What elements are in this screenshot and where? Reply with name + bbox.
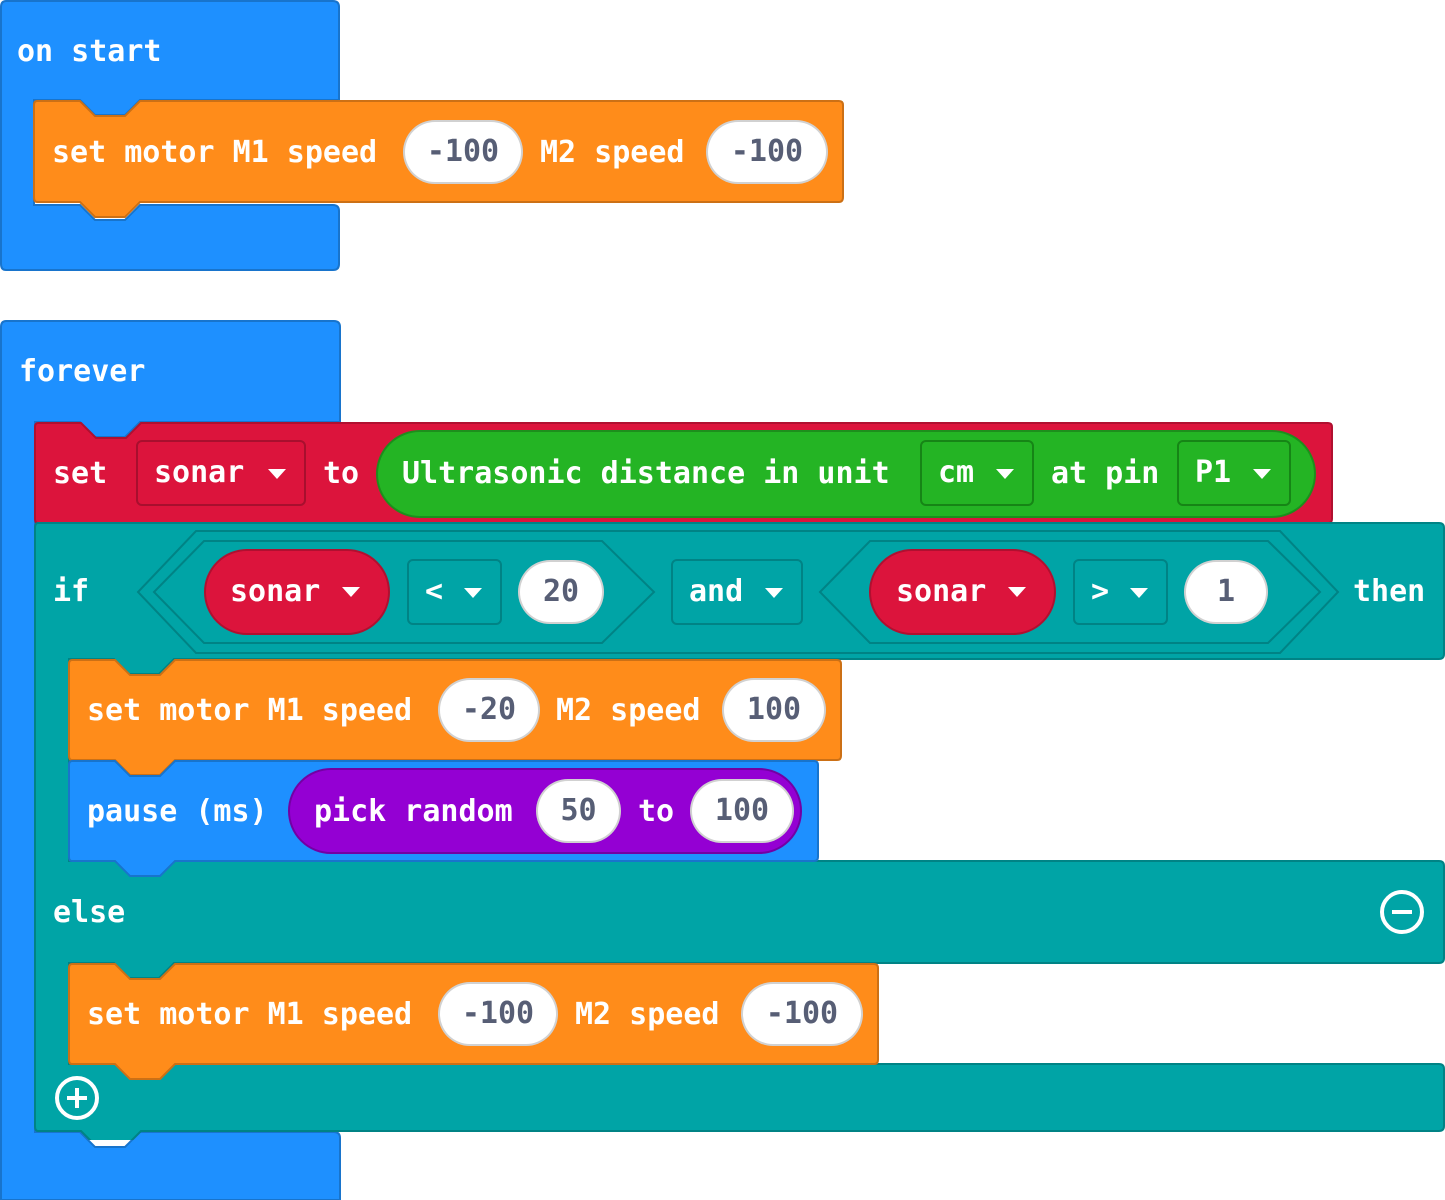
- pin-dropdown-label: P1: [1195, 455, 1232, 490]
- on-start-shape: [0, 0, 340, 271]
- unit-dropdown[interactable]: cm: [920, 440, 1034, 506]
- on-start-motor-label-m1: set motor M1 speed: [52, 135, 378, 170]
- chevron-down-icon: [1008, 587, 1026, 597]
- random-to-label: to: [638, 794, 675, 829]
- plus-circle-icon[interactable]: [55, 1076, 99, 1120]
- compare-op-2-label: >: [1091, 574, 1110, 609]
- random-from-input[interactable]: 50: [536, 779, 621, 843]
- pause-label: pause (ms): [87, 794, 268, 829]
- variable-dropdown[interactable]: sonar: [136, 440, 306, 506]
- compare-op-2-dropdown[interactable]: >: [1073, 559, 1168, 625]
- chevron-down-icon: [1130, 588, 1148, 598]
- then-m2-speed-input[interactable]: 100: [722, 678, 826, 742]
- on-start-m1-speed-input[interactable]: -100: [403, 120, 523, 184]
- then-label: then: [1353, 574, 1426, 609]
- on-start-label: on start: [17, 34, 162, 69]
- compare-op-1-dropdown[interactable]: <: [407, 559, 502, 625]
- else-m1-speed-input[interactable]: -100: [438, 982, 558, 1046]
- else-label: else: [53, 895, 126, 930]
- pin-dropdown[interactable]: P1: [1177, 440, 1291, 506]
- ultrasonic-label: Ultrasonic distance in unit: [402, 456, 890, 491]
- chevron-down-icon: [996, 469, 1014, 479]
- if-label: if: [53, 574, 90, 609]
- compare-value-1-input[interactable]: 20: [518, 560, 604, 624]
- else-motor-label-m2: M2 speed: [575, 997, 720, 1032]
- pick-random-label: pick random: [314, 794, 513, 829]
- then-motor-label-m2: M2 speed: [556, 693, 701, 728]
- ultrasonic-distance-block[interactable]: [376, 430, 1316, 518]
- unit-dropdown-label: cm: [938, 455, 975, 490]
- to-label: to: [323, 456, 360, 491]
- then-motor-label-m1: set motor M1 speed: [87, 693, 413, 728]
- chevron-down-icon: [464, 588, 482, 598]
- compare-op-1-label: <: [425, 574, 444, 609]
- on-start-m2-speed-input[interactable]: -100: [706, 120, 828, 184]
- forever-label: forever: [19, 354, 146, 389]
- chevron-down-icon: [765, 588, 783, 598]
- logic-op-dropdown[interactable]: and: [671, 559, 803, 625]
- at-pin-label: at pin: [1051, 456, 1160, 491]
- variable-dropdown-label: sonar: [154, 455, 245, 490]
- sonar-variable-2-label: sonar: [896, 574, 987, 609]
- chevron-down-icon: [342, 587, 360, 597]
- sonar-variable-1-label: sonar: [230, 574, 321, 609]
- compare-value-2-input[interactable]: 1: [1184, 560, 1268, 624]
- random-to-input[interactable]: 100: [690, 779, 794, 843]
- on-start-motor-label-m2: M2 speed: [540, 135, 685, 170]
- minus-circle-icon[interactable]: [1380, 890, 1424, 934]
- set-label: set: [53, 456, 108, 491]
- chevron-down-icon: [1253, 469, 1271, 479]
- else-m2-speed-input[interactable]: -100: [741, 982, 863, 1046]
- chevron-down-icon: [268, 469, 286, 479]
- else-motor-label-m1: set motor M1 speed: [87, 997, 413, 1032]
- logic-op-label: and: [689, 574, 744, 609]
- then-m1-speed-input[interactable]: -20: [438, 678, 540, 742]
